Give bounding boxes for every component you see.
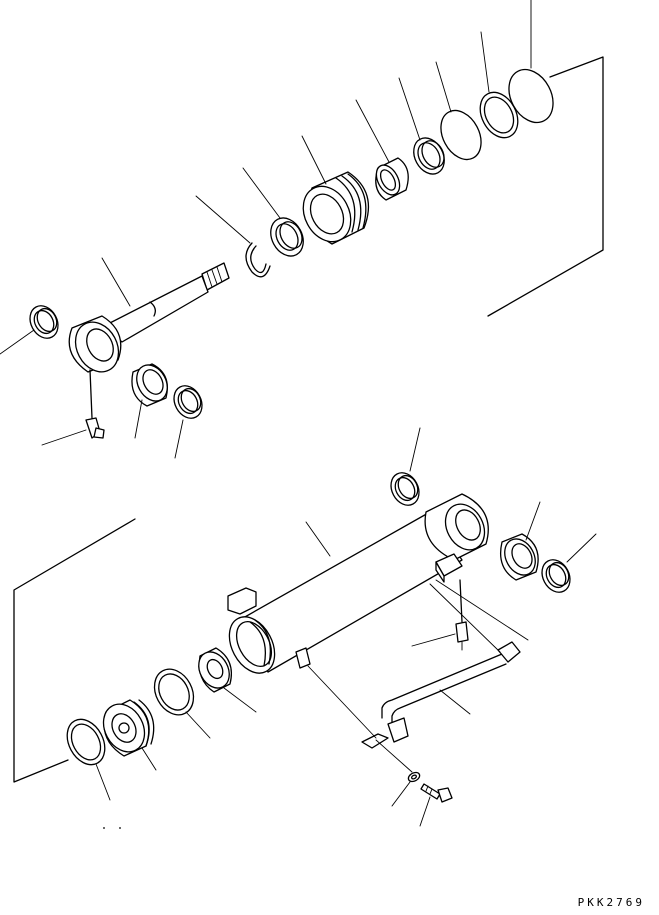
part-oil-pipe	[308, 580, 528, 748]
leader-line	[142, 748, 156, 770]
drawing-number: PKK2769	[577, 896, 645, 909]
part-o-ring-head	[147, 662, 210, 738]
leader-line	[96, 764, 110, 800]
part-bushing-bottom-eye	[499, 502, 542, 580]
part-grease-fitting-tube	[412, 580, 468, 650]
part-o-ring	[433, 62, 489, 166]
leader-line	[175, 420, 183, 458]
assembly-bracket-upper	[488, 57, 603, 316]
leader-line	[481, 32, 489, 92]
part-head-seal	[60, 713, 113, 800]
part-cylinder-tube	[220, 494, 492, 681]
part-piston-seal	[399, 78, 450, 179]
part-wear-ring	[356, 100, 408, 200]
part-dust-seal-bottom-eye-2	[537, 534, 596, 597]
part-dust-seal-rod-eye-2	[169, 381, 208, 458]
leader-line	[224, 688, 256, 712]
leader-line	[42, 430, 86, 445]
leader-line	[526, 502, 540, 540]
leader-line	[243, 168, 280, 218]
leader-line	[186, 712, 210, 738]
part-snap-ring	[196, 196, 270, 277]
part-piston-nut	[193, 647, 256, 712]
part-bushing-rod-eye	[131, 360, 174, 438]
leader-line	[567, 534, 596, 562]
assembly-bracket-lower	[14, 519, 135, 782]
leader-line	[196, 196, 250, 243]
part-piston	[294, 136, 368, 250]
leader-line	[399, 78, 420, 140]
part-washer	[376, 740, 421, 806]
leader-line	[420, 797, 430, 826]
part-backup-ring	[473, 32, 526, 144]
leader-line	[440, 690, 470, 714]
leader-line	[436, 62, 451, 112]
part-cylinder-head	[95, 697, 156, 770]
leader-line	[0, 330, 34, 354]
part-dust-seal-rod-eye	[0, 301, 63, 354]
leader-line	[412, 634, 455, 646]
part-piston-rod	[67, 258, 229, 379]
leader-line	[410, 428, 420, 471]
part-bolt	[420, 784, 452, 826]
part-dust-seal-bottom-eye	[386, 428, 425, 510]
leader-line	[102, 258, 130, 306]
leader-line	[356, 100, 389, 162]
leader-line	[392, 782, 410, 806]
leader-line	[302, 136, 326, 184]
leader-line	[135, 400, 142, 438]
part-o-ring-large	[500, 0, 562, 130]
part-grease-fitting-rod	[42, 370, 104, 445]
part-rod-seal	[243, 168, 310, 262]
leader-line	[306, 522, 330, 556]
